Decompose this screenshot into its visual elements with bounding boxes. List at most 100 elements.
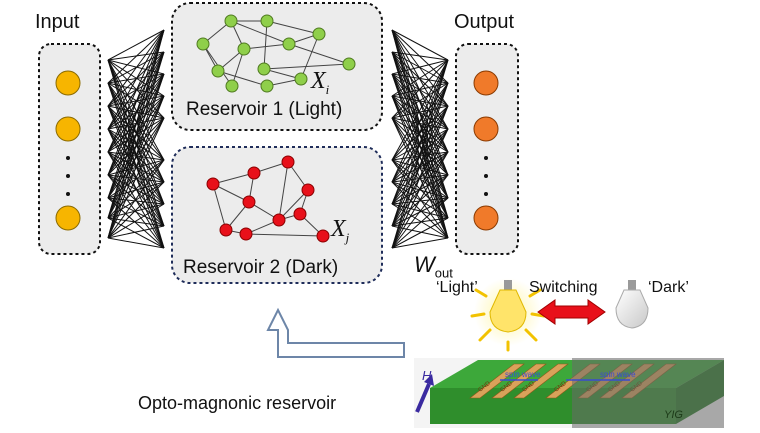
- reservoir-1-edge: [230, 20, 290, 45]
- connection-line: [107, 29, 165, 130]
- connection-line: [107, 29, 165, 239]
- reservoir-2-edge: [212, 183, 227, 231]
- ellipsis-dot: [66, 156, 70, 160]
- reservoir-1-edge: [300, 33, 320, 80]
- switching-double-arrow: [537, 299, 606, 325]
- connection-line: [391, 59, 449, 161]
- output-node: [473, 116, 499, 142]
- reservoir-2-node: [301, 183, 315, 197]
- reservoir-2-network: [206, 155, 330, 243]
- reservoir-1-node: [257, 62, 271, 76]
- output-nodes: [473, 70, 499, 231]
- reservoir-1-edge: [266, 20, 320, 35]
- reservoir-1-node: [224, 14, 238, 28]
- opto-magnonic-device: GNDGNDGNDGNDGNDGNDGND spin wave spin wav…: [414, 358, 724, 428]
- reservoir-2-node: [206, 177, 220, 191]
- reservoir-1-node: [211, 64, 225, 78]
- connection-line: [107, 29, 165, 176]
- reservoir-2-edge: [278, 161, 289, 221]
- input-connections: [107, 29, 165, 249]
- switching-label: Switching: [529, 279, 598, 296]
- state-xj-label: Xj: [331, 216, 350, 245]
- connection-line: [107, 82, 165, 161]
- reservoir-1-network: [196, 14, 356, 93]
- ellipsis-dot: [66, 174, 70, 178]
- spin-wave-label-left: spin wave: [505, 370, 541, 379]
- output-node: [473, 205, 499, 231]
- reservoir-2-node: [293, 207, 307, 221]
- connection-line: [107, 29, 165, 153]
- reservoir-1-label: Reservoir 1 (Light): [186, 99, 343, 120]
- connection-line: [107, 73, 165, 239]
- connection-line: [107, 197, 165, 205]
- connection-line: [391, 217, 449, 227]
- connection-line: [391, 217, 449, 249]
- reservoir-1-edge: [288, 43, 350, 65]
- connection-line: [391, 225, 449, 239]
- ellipsis-dot: [484, 174, 488, 178]
- connection-line: [391, 159, 449, 239]
- connection-line: [107, 29, 165, 84]
- connection-line: [391, 117, 449, 239]
- reservoir-2-edge: [212, 172, 255, 185]
- reservoir-1-edge: [263, 63, 350, 70]
- electrode: [469, 363, 525, 399]
- input-nodes: [55, 70, 81, 231]
- reservoir-2-node: [242, 195, 256, 209]
- output-title: Output: [454, 11, 515, 33]
- connection-line: [107, 237, 165, 249]
- reservoir-2-node: [316, 229, 330, 243]
- connection-line: [391, 237, 449, 249]
- connection-line: [107, 59, 165, 161]
- connection-line: [391, 29, 449, 176]
- output-connections: [391, 29, 449, 249]
- reservoir-2-edge: [212, 183, 250, 203]
- input-node: [55, 70, 81, 96]
- connection-line: [391, 73, 449, 239]
- connection-line: [391, 29, 449, 153]
- input-title: Input: [35, 11, 80, 33]
- reservoir-1-edge: [243, 43, 290, 50]
- connection-line: [391, 29, 449, 107]
- yig-label: YIG: [664, 409, 683, 421]
- reservoir-1-edge: [263, 20, 268, 70]
- output-node: [473, 70, 499, 96]
- reservoir-2-node: [247, 166, 261, 180]
- connection-line: [107, 159, 165, 239]
- reservoir-1-node: [294, 72, 308, 86]
- dark-shade: [572, 358, 724, 428]
- field-label: H: [422, 368, 432, 383]
- connection-line: [391, 181, 449, 239]
- connection-line: [391, 29, 449, 239]
- connection-line: [391, 29, 449, 61]
- reservoir-1-node: [237, 42, 251, 56]
- dark-label: ‘Dark’: [648, 279, 689, 296]
- spin-wave-label-right: spin wave: [600, 370, 636, 379]
- output-panel: [455, 43, 519, 255]
- reservoir-1-node: [342, 57, 356, 71]
- connection-line: [107, 29, 165, 199]
- input-panel: [38, 43, 101, 255]
- light-label: ‘Light’: [436, 279, 478, 296]
- connection-line: [391, 29, 449, 84]
- ellipsis-dot: [66, 192, 70, 196]
- electrode: [513, 363, 569, 399]
- reservoir-2-edge: [278, 189, 309, 221]
- light-bulb-off-icon: [615, 280, 649, 329]
- feedback-arrow: [266, 307, 405, 358]
- connection-line: [107, 181, 165, 239]
- reservoir-2-node: [281, 155, 295, 169]
- connection-line: [391, 29, 449, 130]
- reservoir-2-node: [219, 223, 233, 237]
- field-arrowhead-icon: [424, 374, 434, 386]
- connection-line: [107, 217, 165, 249]
- reservoir-1-node: [260, 14, 274, 28]
- connection-line: [391, 95, 449, 239]
- reservoir-2-node: [272, 213, 286, 227]
- reservoir-2-node: [239, 227, 253, 241]
- connection-line: [391, 197, 449, 205]
- reservoir-1-node: [282, 37, 296, 51]
- connection-line: [391, 29, 449, 199]
- field-arrow-icon: [415, 383, 431, 413]
